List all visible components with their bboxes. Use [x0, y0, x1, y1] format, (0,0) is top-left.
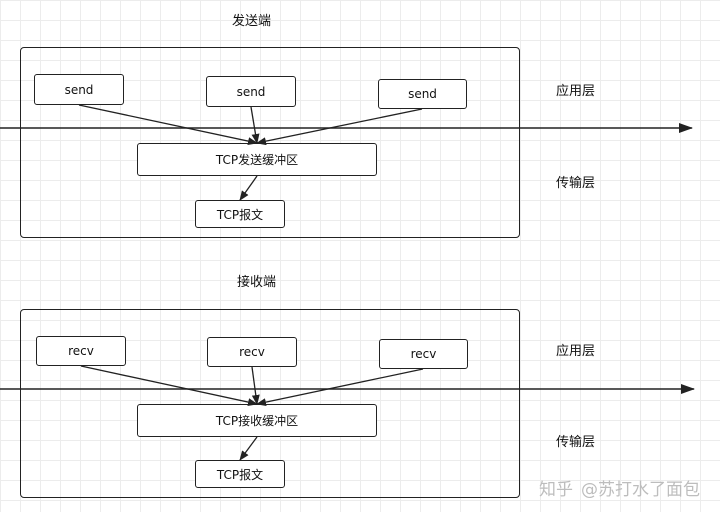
receiver-tcp-segment-label: TCP报文 [216, 467, 264, 482]
receiver-tcp-segment-box[interactable]: TCP报文 [195, 460, 285, 488]
recv-box-1-label: recv [68, 344, 94, 358]
sender-transport-layer-label: 传输层 [556, 176, 596, 191]
send-box-3[interactable]: send [378, 79, 467, 109]
watermark-author: @苏打水了面包 [581, 480, 700, 500]
receiver-panel [20, 309, 520, 498]
watermark-brand: 知乎 [539, 480, 573, 500]
sender-tcp-segment-label: TCP报文 [216, 207, 264, 222]
tcp-recv-buffer-label: TCP接收缓冲区 [215, 414, 299, 428]
recv-box-2-label: recv [239, 345, 265, 359]
receiver-application-layer-label: 应用层 [556, 344, 596, 359]
sender-tcp-segment-box[interactable]: TCP报文 [195, 200, 285, 228]
watermark: 知乎 @苏打水了面包 [539, 475, 700, 500]
recv-box-1[interactable]: recv [36, 336, 126, 366]
send-box-3-label: send [408, 87, 437, 101]
sender-title: 发送端 [232, 14, 272, 29]
recv-box-3-label: recv [410, 347, 437, 361]
receiver-transport-layer-label: 传输层 [556, 435, 596, 450]
sender-panel [20, 47, 520, 238]
receiver-title: 接收端 [237, 275, 277, 290]
send-box-1-label: send [64, 82, 94, 97]
sender-application-layer-label: 应用层 [556, 84, 596, 99]
send-box-2-label: send [236, 84, 266, 99]
send-box-2[interactable]: send [206, 76, 296, 107]
send-box-1[interactable]: send [34, 74, 124, 105]
recv-box-2[interactable]: recv [207, 337, 297, 367]
recv-box-3[interactable]: recv [379, 339, 468, 369]
tcp-send-buffer-box[interactable]: TCP发送缓冲区 [137, 143, 377, 176]
tcp-recv-buffer-box[interactable]: TCP接收缓冲区 [137, 404, 377, 437]
tcp-send-buffer-label: TCP发送缓冲区 [215, 153, 299, 167]
